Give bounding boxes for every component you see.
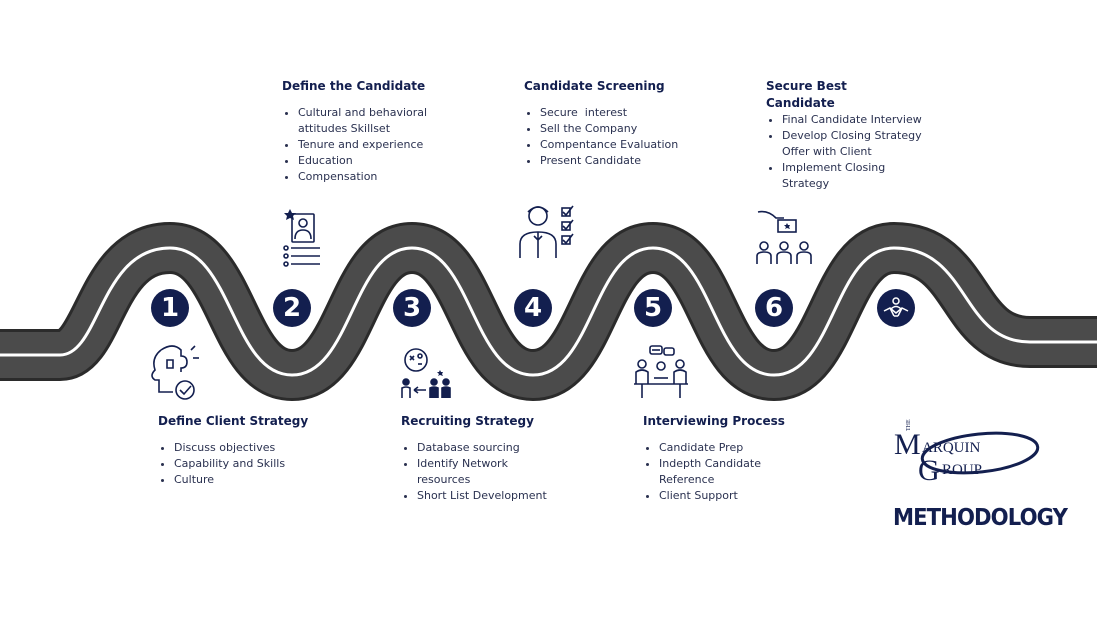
logo-roup: ROUP <box>942 462 982 478</box>
screening-checklist-icon <box>519 205 574 258</box>
list-item: Culture <box>174 472 328 488</box>
list-item: Tenure and experience <box>298 137 452 153</box>
step-6-badge: 6 <box>755 289 793 327</box>
list-item: Sell the Company <box>540 121 704 137</box>
list-item: Compentance Evaluation <box>540 137 704 153</box>
define-candidate-block: Define the Candidate Cultural and behavi… <box>282 78 452 185</box>
logo-m: M <box>894 428 921 461</box>
define-client-title: Define Client Strategy <box>158 414 309 428</box>
step-5-badge: 5 <box>634 289 672 327</box>
secure-best-block: Secure Best Candidate Final Candidate In… <box>766 78 926 192</box>
list-item: Secure interest <box>540 105 704 121</box>
list-item: Database sourcing <box>417 440 561 456</box>
logo-g: G <box>918 454 940 487</box>
candidate-profile-icon <box>283 209 320 267</box>
list-item: Candidate Prep <box>659 440 803 456</box>
logo-the: THE <box>906 419 912 431</box>
candidate-screening-block: Candidate Screening Secure interest Sell… <box>524 78 704 169</box>
list-item: Indepth Candidate Reference <box>659 456 769 488</box>
step-4-badge: 4 <box>514 289 552 327</box>
list-item: Present Candidate <box>540 153 704 169</box>
list-item: Implement Closing Strategy <box>782 160 926 192</box>
interview-table-icon <box>634 345 688 398</box>
list-item: Identify Network resources <box>417 456 517 488</box>
list-item: Capability and Skills <box>174 456 328 472</box>
list-item: Cultural and behavioral attitudes Skills… <box>298 105 452 137</box>
step-3-badge: 3 <box>393 289 431 327</box>
list-item: Develop Closing Strategy Offer with Clie… <box>782 128 926 160</box>
strategy-team-icon <box>401 348 451 398</box>
marquin-group-logo: THE M ARQUIN G ROUP <box>894 419 1040 487</box>
interviewing-title: Interviewing Process <box>643 414 785 428</box>
candidate-screening-title: Candidate Screening <box>524 79 665 93</box>
list-item: Compensation <box>298 169 452 185</box>
logo-arquin: ARQUIN <box>922 440 980 456</box>
list-item: Final Candidate Interview <box>782 112 926 128</box>
list-item: Short List Development <box>417 488 561 504</box>
secure-best-title: Secure Best Candidate <box>766 79 847 110</box>
define-candidate-title: Define the Candidate <box>282 79 426 93</box>
puzzle-head-icon <box>151 345 199 400</box>
step-1-badge: 1 <box>151 289 189 327</box>
handshake-icon <box>883 297 909 317</box>
methodology-title: METHODOLOGY <box>893 505 1068 531</box>
define-client-block: Define Client Strategy Discuss objective… <box>158 413 328 488</box>
list-item: Client Support <box>659 488 803 504</box>
handshake-badge <box>877 289 915 327</box>
interviewing-block: Interviewing Process Candidate Prep Inde… <box>643 413 803 504</box>
list-item: Education <box>298 153 452 169</box>
step-2-badge: 2 <box>273 289 311 327</box>
voting-hand-icon <box>756 210 812 264</box>
recruiting-title: Recruiting Strategy <box>401 414 534 428</box>
list-item: Discuss objectives <box>174 440 328 456</box>
recruiting-block: Recruiting Strategy Database sourcing Id… <box>401 413 561 504</box>
